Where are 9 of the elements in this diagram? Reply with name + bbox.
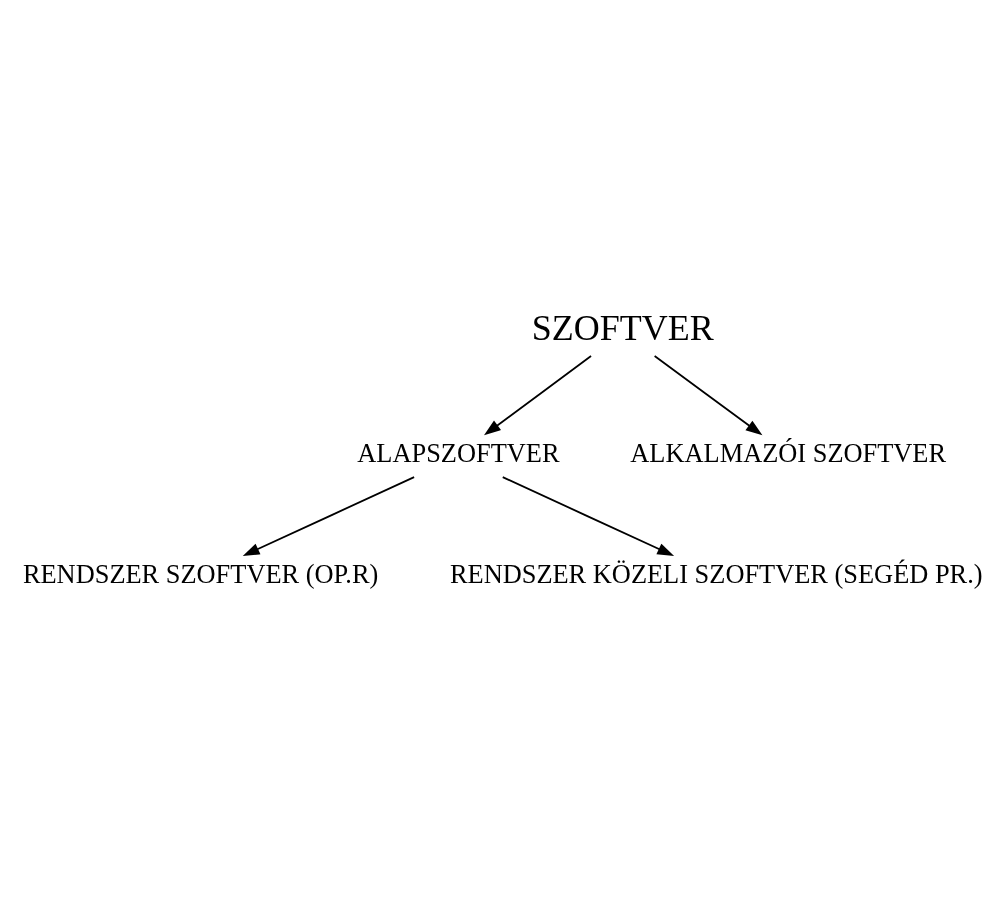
arrow — [484, 355, 592, 436]
node-text: ALAPSZOFTVER — [357, 438, 560, 469]
arrow — [242, 476, 415, 556]
arrow — [501, 476, 675, 556]
node-text: RENDSZER KÖZELI SZOFTVER (SEGÉD PR.) — [449, 559, 983, 590]
node-text: ALKALMAZÓI SZOFTVER — [630, 438, 947, 469]
arrow — [653, 355, 763, 436]
node-text: RENDSZER SZOFTVER (OP.R) — [22, 559, 379, 590]
node-text: SZOFTVER — [531, 308, 714, 349]
